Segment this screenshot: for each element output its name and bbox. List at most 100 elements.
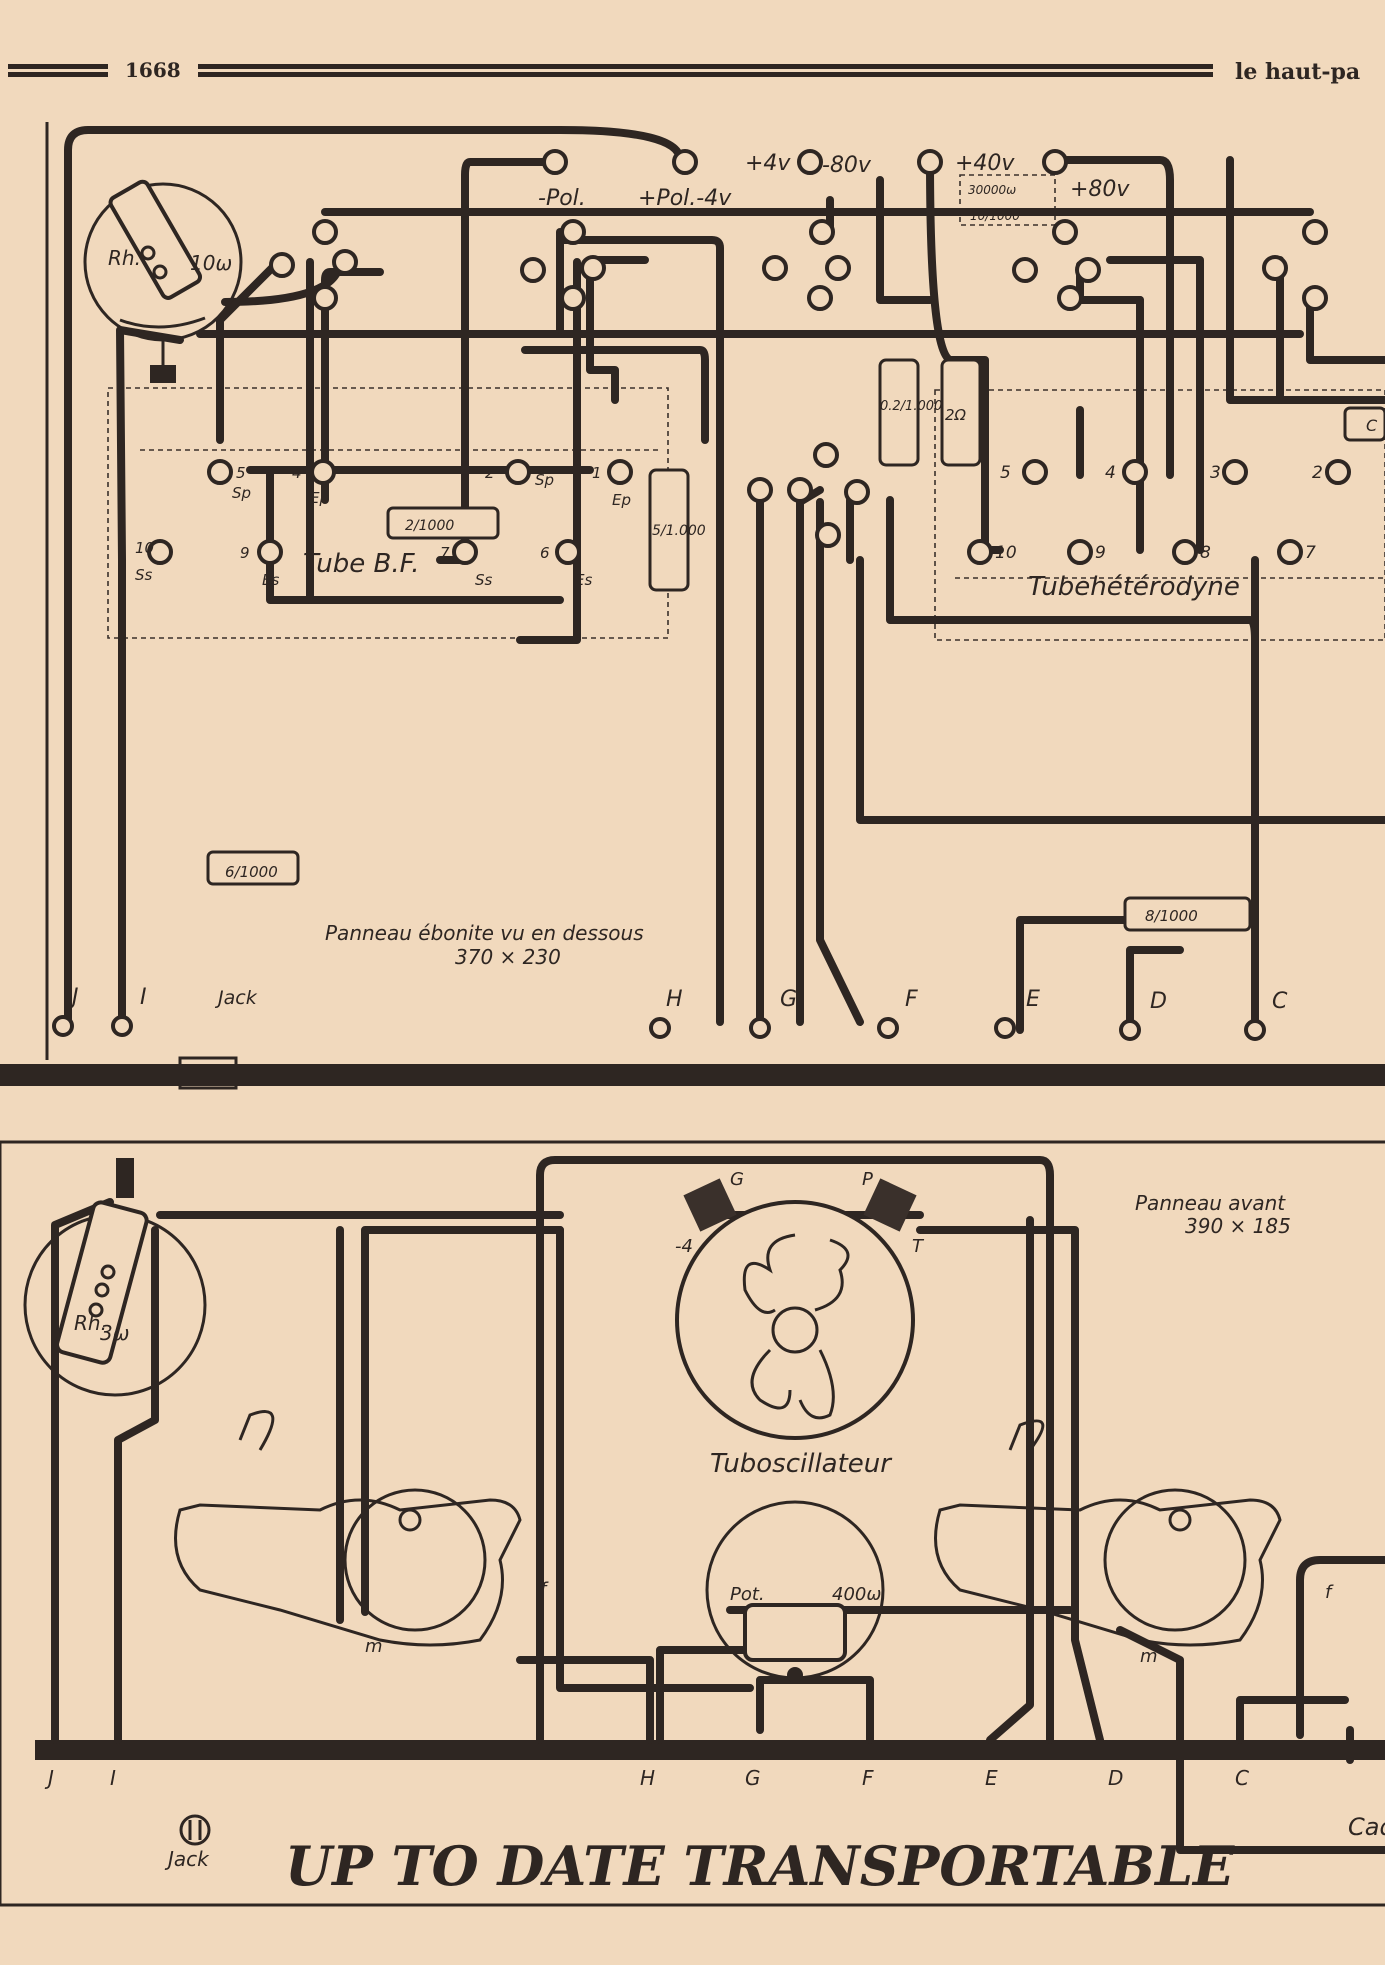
cond-left-m: m [365,1636,383,1657]
publication-name: le haut-pa [1235,59,1360,85]
rheostat-value: 10ω [190,251,232,275]
resistor-10-1000: 10/1000 [970,209,1020,223]
front-terminal-label: D [1108,1766,1123,1790]
rheostat-label: Rh. [108,246,141,270]
pin-label: Ep [612,491,631,509]
terminal-label: J [68,985,79,1010]
socket-minus4: -4 [675,1236,693,1257]
terminal-label: G [780,987,797,1012]
resistor-30000: 30000ω [968,183,1016,197]
rheostat-arm [108,179,203,300]
pin-label: 7 [440,544,450,562]
pin-label: Ss [135,566,153,584]
oscillator-label: Tuboscillateur [710,1449,893,1479]
pot-value: 400ω [832,1584,881,1605]
cap-2-1000: 2/1000 [405,518,454,534]
front-terminal-label: I [110,1766,116,1790]
front-terminal-label: H [640,1766,655,1790]
tube-bf-label: Tube B.F. [303,549,419,579]
oscillator-socket: G P -4 T Tuboscillateur [675,1169,925,1479]
pin-label: 5 [236,464,246,482]
pin-label: Sp [232,484,251,502]
pin-label: 8 [1200,543,1211,563]
tube-het-label: Tubehétérodyne [1028,572,1240,602]
cap-0-2: 0.2/1.000 [880,399,942,414]
pin-label: 2 [1312,463,1323,483]
pin-label: Ep [310,489,329,507]
terminal-label: F [905,987,918,1012]
pin-label: 10 [135,539,154,557]
cad-fragment: Cad [1348,1813,1385,1841]
pin-label: 5 [1000,463,1011,483]
cond-right-f: f [1325,1582,1334,1603]
front-terminal-label: E [985,1766,998,1790]
front-terminal-label: G [745,1766,761,1790]
potentiometer: Pot. 400ω [705,1500,885,1683]
socket-g: G [730,1169,744,1190]
res-2-ohm: 2Ω [945,406,967,424]
top-caption-line2: 370 × 230 [455,945,561,969]
tube-het-outline [934,389,1385,641]
cap-8-1000: 8/1000 [1145,907,1198,925]
pin-label: Es [262,571,279,589]
rheostat-front: Rh. 3ω [23,1158,207,1397]
panel-separator [0,1064,1385,1086]
label-plus-pol: +Pol.-4v [638,186,732,211]
top-terminals [147,149,1351,565]
socket-t: T [912,1236,925,1257]
cap-c: C [1366,416,1378,435]
label-minus-pol: -Pol. [538,186,586,211]
pin-label: 9 [240,544,250,562]
cap-5-1000: 5/1.000 [652,523,706,539]
front-terminal-label: C [1235,1766,1249,1790]
pin-label: 4 [292,464,302,482]
pin-label: Ss [475,571,493,589]
capacitors-top [206,358,1385,932]
bottom-panel: Rh. 3ω G P -4 T Tuboscillateur Pot. 400ω [0,1140,1385,1907]
pin-label: Es [575,571,592,589]
terminal-label: H [666,987,683,1012]
terminal-label: I [140,985,147,1010]
pin-label: Sp [535,471,554,489]
label-minus-80v: -80v [822,153,872,178]
pin-label: 7 [1305,543,1316,563]
front-caption-line1: Panneau avant [1135,1191,1286,1215]
pin-label: 2 [485,464,495,482]
jack-label: Jack [164,1847,210,1871]
jack-icon [179,1814,211,1846]
cond-left-f: f [540,1579,549,1600]
header: 1668 le haut-pa [8,58,1360,85]
label-plus-40v: +40v [955,151,1015,176]
cond-right-m: m [1140,1646,1158,1667]
resistor-box [959,174,1056,226]
condenser-right [934,1419,1282,1647]
terminal-label: C [1272,989,1288,1014]
pin-label: 9 [1095,543,1106,563]
main-title: UP TO DATE TRANSPORTABLE [285,1834,1235,1898]
top-caption-line1: Panneau ébonite vu en dessous [325,921,644,945]
terminal-label: D [1150,989,1167,1014]
pot-label: Pot. [730,1584,765,1605]
socket-p: P [862,1169,873,1190]
pin-label: 1 [592,464,602,482]
terminal-label: Jack [214,987,258,1009]
pin-label: 10 [995,543,1017,563]
jack-socket-top [178,1056,238,1090]
top-panel: Rh. 10ω [0,122,1385,1090]
cap-6-1000: 6/1000 [225,863,278,881]
condenser-left [174,1410,522,1647]
pin-label: 4 [1105,463,1116,483]
terminal-label: E [1026,987,1040,1012]
front-terminal-bar [35,1740,1385,1760]
front-rheostat-label: Rh. [74,1311,107,1335]
pin-label: 3 [1210,463,1221,483]
pin-label: 6 [540,544,550,562]
page-number: 1668 [125,58,181,82]
front-caption-line2: 390 × 185 [1185,1214,1291,1238]
label-plus-4v: +4v [745,151,791,176]
front-rheostat-value: 3ω [100,1321,129,1345]
front-terminal-label: F [862,1766,874,1790]
front-terminal-label: J [44,1766,54,1790]
